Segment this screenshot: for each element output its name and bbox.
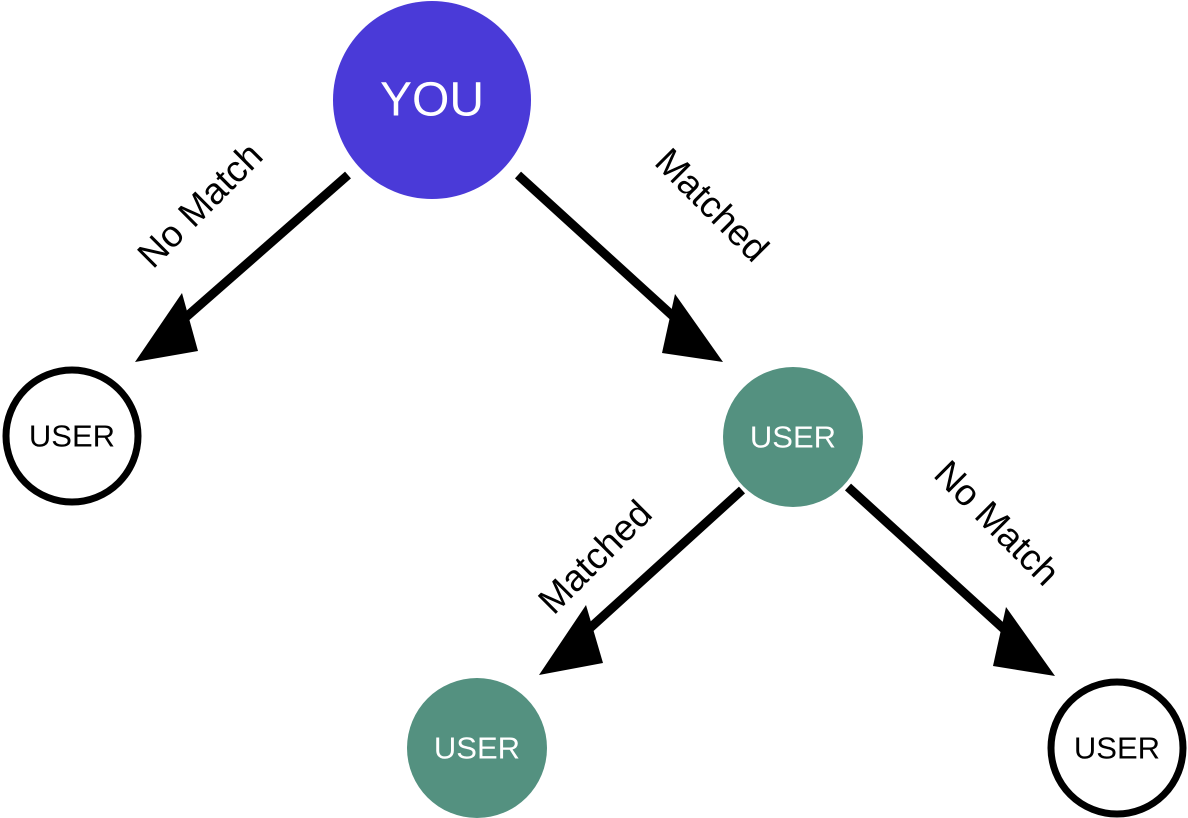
edge-matched-to-matched[interactable]: Matched xyxy=(530,486,746,675)
edge-line xyxy=(585,486,746,633)
edge-label-no-match-top: No Match xyxy=(130,135,271,276)
node-you-label: YOU xyxy=(380,74,484,127)
node-user-no-match-1-circle xyxy=(2,366,142,506)
edge-you-to-matched[interactable]: Matched xyxy=(514,140,777,362)
node-user-matched-2[interactable]: USER xyxy=(407,678,547,818)
node-you[interactable]: YOU xyxy=(333,1,531,199)
node-user-matched-2-circle xyxy=(407,678,547,818)
node-you-circle xyxy=(333,1,531,199)
edge-line xyxy=(844,483,1009,634)
node-user-no-match-2-circle xyxy=(1047,678,1187,818)
edge-label-matched-bottom: Matched xyxy=(530,492,659,621)
node-user-matched-1-circle xyxy=(723,367,863,507)
node-user-no-match-2-label: USER xyxy=(1074,731,1160,766)
arrow-head-icon xyxy=(662,294,723,362)
edge-you-to-no-match[interactable]: No Match xyxy=(130,135,351,362)
arrow-head-icon xyxy=(135,293,198,362)
node-user-no-match-1[interactable]: USER xyxy=(2,366,142,506)
edge-group: No Match Matched Matched No Match xyxy=(130,135,1067,676)
node-user-no-match-2[interactable]: USER xyxy=(1047,678,1187,818)
arrow-head-icon xyxy=(539,605,603,675)
node-user-matched-1[interactable]: USER xyxy=(723,367,863,507)
node-user-matched-1-label: USER xyxy=(750,420,836,455)
node-user-matched-2-label: USER xyxy=(434,731,520,766)
edge-line xyxy=(514,171,679,322)
edge-line xyxy=(182,171,351,322)
edge-matched-to-no-match[interactable]: No Match xyxy=(844,453,1067,676)
edge-label-matched-top: Matched xyxy=(647,140,776,269)
arrow-head-icon xyxy=(993,607,1055,676)
node-user-no-match-1-label: USER xyxy=(29,419,115,454)
